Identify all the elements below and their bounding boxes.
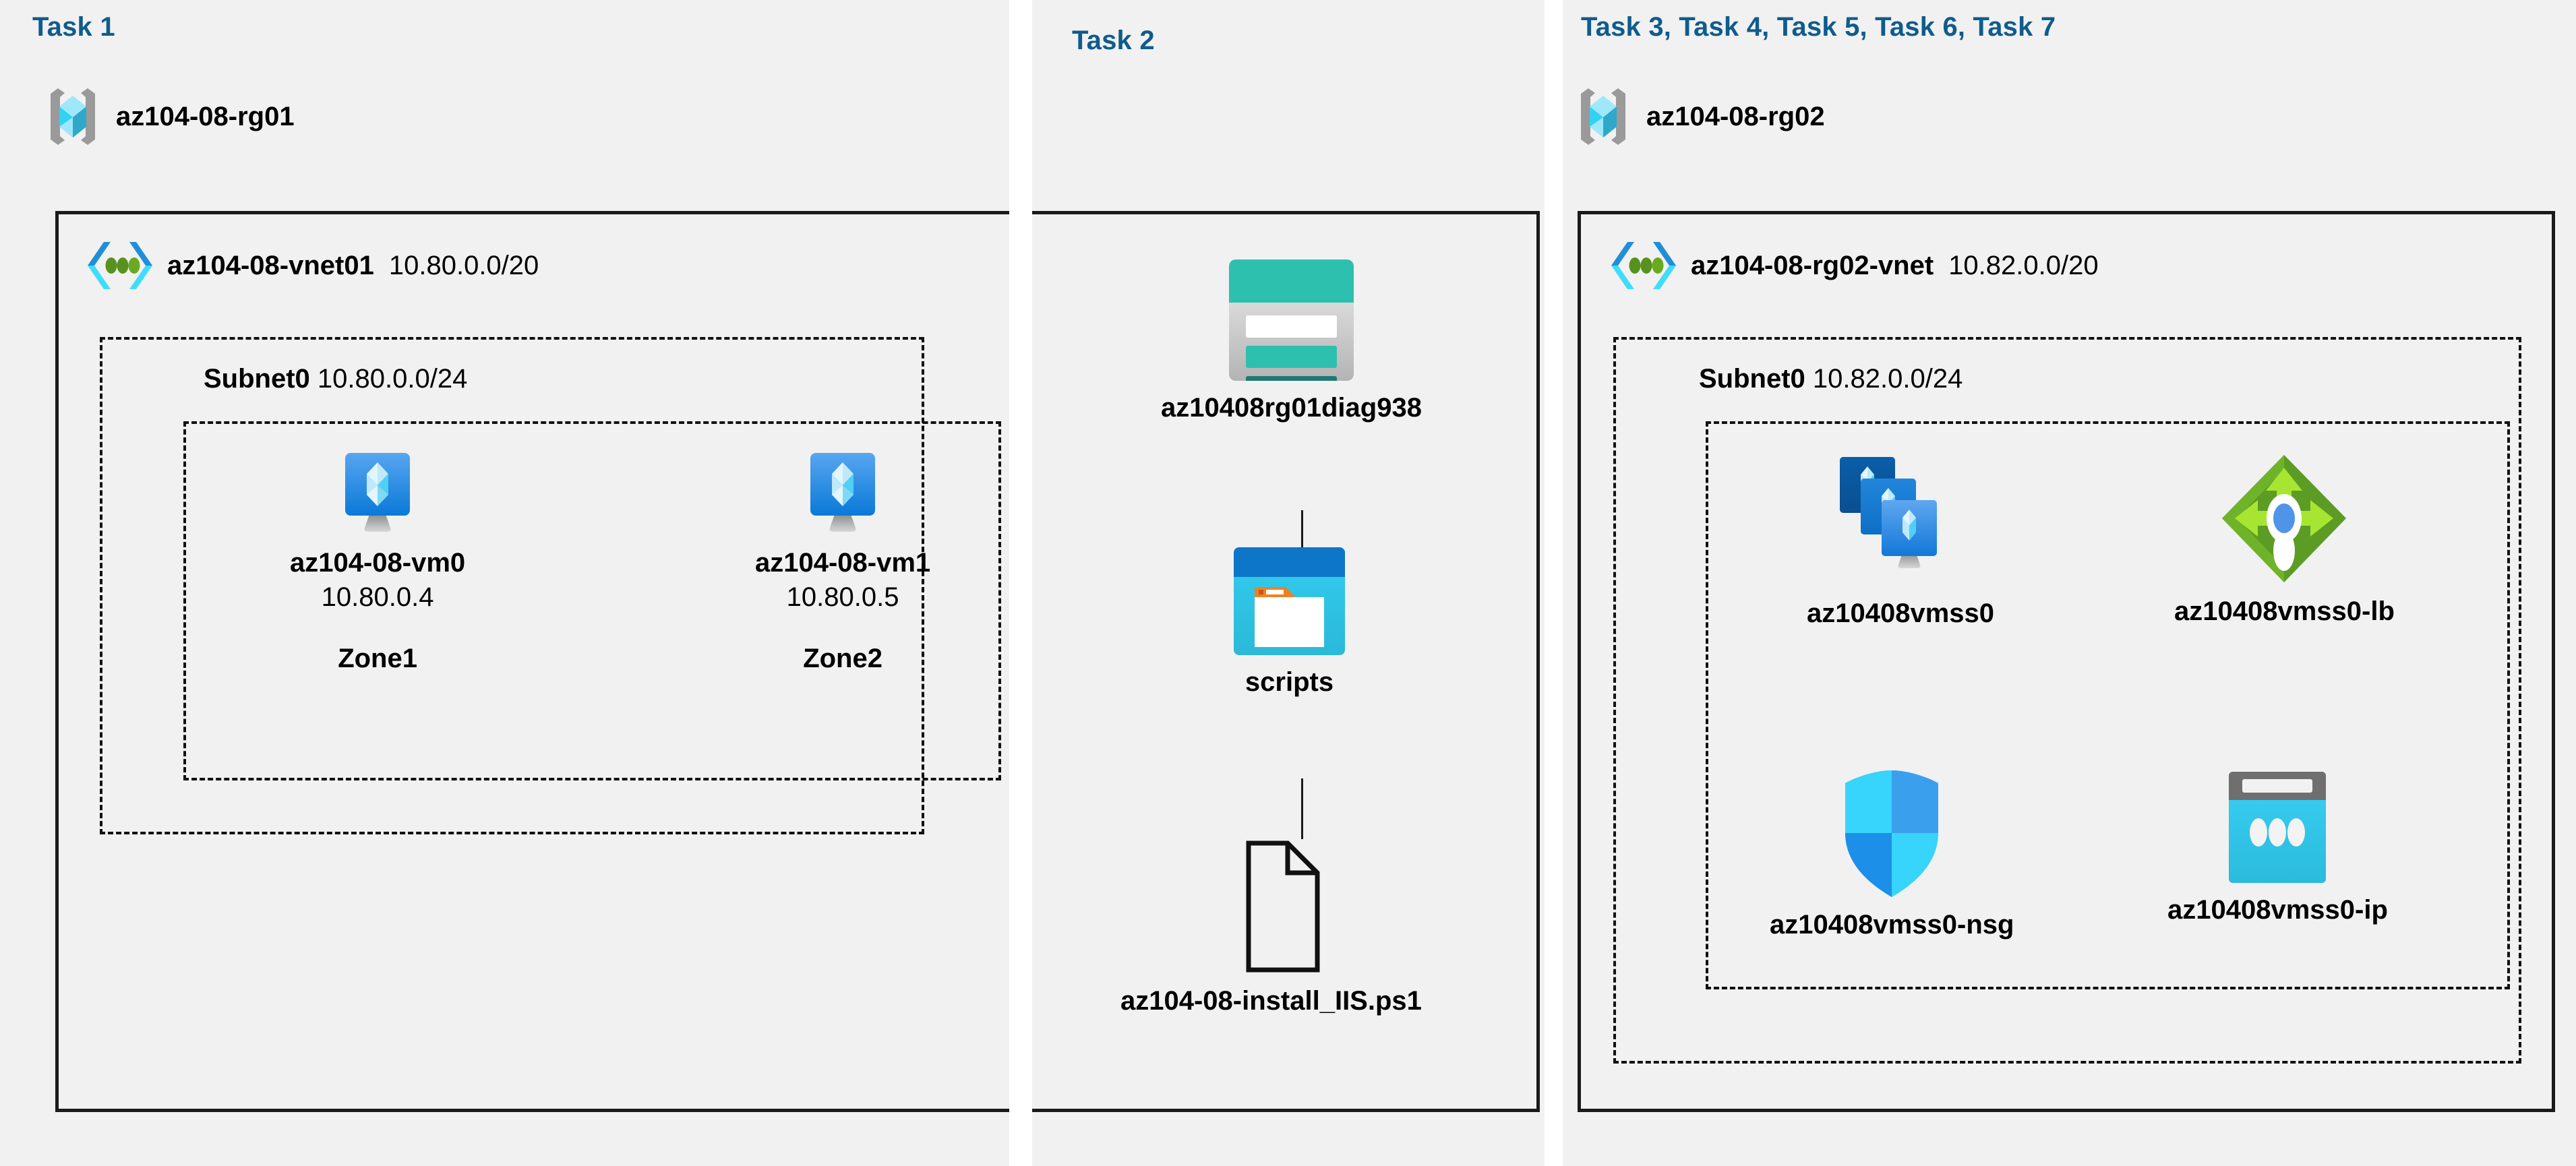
resource-group-label: az104-08-rg01 xyxy=(116,101,295,131)
resource-group-rg02: az104-08-rg02 xyxy=(1578,86,1825,147)
availability-zones-boundary xyxy=(183,421,1001,780)
virtual-machine-icon xyxy=(800,452,886,536)
storage-to-container-connector xyxy=(1301,510,1303,565)
vm-node-vm1[interactable]: az104-08-vm1 10.80.0.5 Zone2 xyxy=(755,452,930,674)
vm-name-label: az104-08-vm1 xyxy=(755,548,931,578)
subnet0-vnet02-label: Subnet0 10.82.0.0/24 xyxy=(1699,364,1963,394)
vnet-cidr-label: 10.82.0.0/20 xyxy=(1948,250,2099,280)
virtual-network-icon xyxy=(1611,239,1676,292)
task2-heading: Task 2 xyxy=(1072,26,1155,55)
script-file-node[interactable]: az104-08-install_IIS.ps1 xyxy=(1120,839,1422,1016)
vnet-name-label: az104-08-rg02-vnet xyxy=(1691,250,1934,280)
storage-account-node[interactable]: az10408rg01diag938 xyxy=(1161,259,1422,423)
public-ip-address-node[interactable]: az10408vmss0-ip xyxy=(2167,772,2388,925)
subnet-name: Subnet0 xyxy=(1699,364,1805,394)
subnet0-vnet02-boundary xyxy=(1613,337,2521,1064)
vnet02-header: az104-08-rg02-vnet 10.82.0.0/20 xyxy=(1611,239,2099,292)
resource-group-rg01: az104-08-rg01 xyxy=(47,86,295,147)
virtual-machine-icon xyxy=(334,452,421,536)
network-security-group-label: az10408vmss0-nsg xyxy=(1770,910,2014,940)
task1-heading: Task 1 xyxy=(32,12,115,42)
vm-ip-label: 10.80.0.4 xyxy=(321,582,434,612)
vnet-cidr-label: 10.80.0.0/20 xyxy=(388,250,539,280)
vnet01-boundary-box xyxy=(55,211,1540,1112)
vm-name-label: az104-08-vm0 xyxy=(290,548,466,578)
blob-container-node[interactable]: scripts xyxy=(1234,547,1345,698)
script-file-icon xyxy=(1207,839,1335,974)
network-security-group-node[interactable]: az10408vmss0-nsg xyxy=(1770,768,2014,940)
subnet0-vnet01-boundary xyxy=(100,337,924,834)
task1-panel xyxy=(0,0,1009,1166)
vm-node-vm0[interactable]: az104-08-vm0 10.80.0.4 Zone1 xyxy=(290,452,465,674)
task3-panel xyxy=(1563,0,2576,1166)
load-balancer-icon xyxy=(2220,453,2348,584)
public-ip-address-icon xyxy=(2223,772,2331,883)
resource-group-label: az104-08-rg02 xyxy=(1646,101,1825,131)
container-to-file-connector xyxy=(1301,778,1303,839)
load-balancer-node[interactable]: az10408vmss0-lb xyxy=(2174,453,2395,627)
vm-scale-set-label: az10408vmss0 xyxy=(1807,599,1995,628)
subnet-name: Subnet0 xyxy=(204,364,310,394)
task3-heading: Task 3, Task 4, Task 5, Task 6, Task 7 xyxy=(1581,12,2056,42)
vnet02-boundary-box xyxy=(1578,211,2555,1112)
vm-ip-label: 10.80.0.5 xyxy=(786,582,899,612)
vm-zone-label: Zone2 xyxy=(803,644,882,673)
subnet0-vnet01-label: Subnet0 10.80.0.0/24 xyxy=(204,364,467,394)
resource-group-icon xyxy=(47,86,98,147)
vm-scale-set-icon xyxy=(1833,452,1968,586)
vm-scale-set-node[interactable]: az10408vmss0 xyxy=(1807,452,1994,629)
load-balancer-label: az10408vmss0-lb xyxy=(2174,596,2395,626)
network-security-group-icon xyxy=(1840,768,1944,898)
storage-account-icon xyxy=(1228,259,1354,381)
vmss-resources-boundary xyxy=(1706,421,2510,989)
vnet01-header: az104-08-vnet01 10.80.0.0/20 xyxy=(88,239,539,292)
blob-container-label: scripts xyxy=(1245,667,1334,697)
storage-account-label: az10408rg01diag938 xyxy=(1161,393,1422,423)
script-file-label: az104-08-install_IIS.ps1 xyxy=(1120,986,1422,1016)
public-ip-address-label: az10408vmss0-ip xyxy=(2167,895,2388,925)
panel-gutter-right xyxy=(1545,0,1563,1166)
vm-zone-label: Zone1 xyxy=(338,644,417,673)
blob-container-icon xyxy=(1234,547,1345,655)
virtual-network-icon xyxy=(88,239,152,292)
panel-gutter-left xyxy=(1009,0,1032,1166)
subnet-cidr: 10.80.0.0/24 xyxy=(317,364,468,394)
subnet-cidr: 10.82.0.0/24 xyxy=(1812,364,1963,394)
resource-group-icon xyxy=(1578,86,1629,147)
vnet-name-label: az104-08-vnet01 xyxy=(167,250,374,280)
